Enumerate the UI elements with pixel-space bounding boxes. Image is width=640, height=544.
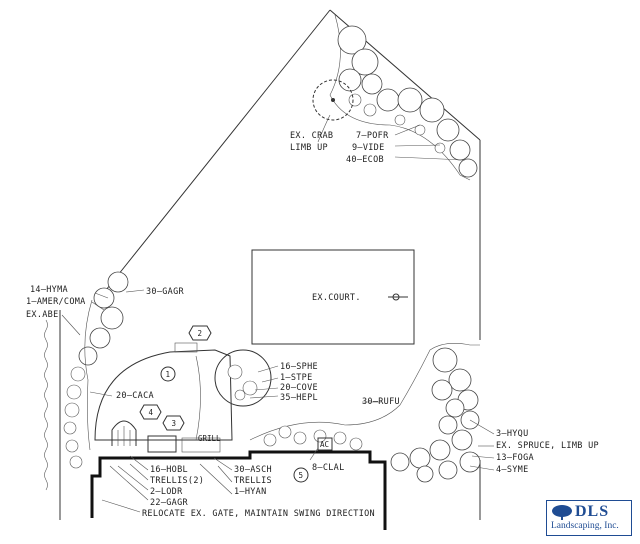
tree-icon — [552, 505, 572, 520]
area-number-2: 2 — [198, 329, 203, 338]
area-marker-4 — [139, 404, 162, 420]
house-outline — [90, 450, 387, 530]
label-amer: 1–AMER/COMA — [26, 297, 86, 307]
label-gagr22: 22–GAGR — [150, 498, 189, 508]
label-hepl: 35–HEPL — [280, 393, 318, 403]
label-crab: EX. CRAB — [290, 131, 333, 141]
label-vide: 9–VIDE — [352, 143, 385, 153]
label-caca: 20–CACA — [116, 391, 154, 401]
label-hobl: 16–HOBL — [150, 465, 188, 475]
logo-name: DLS — [575, 503, 610, 520]
top-right-bed — [329, 14, 478, 181]
area-number-5: 5 — [299, 471, 304, 480]
label-hyan: 1–HYAN — [234, 487, 267, 497]
label-cove: 20–COVE — [280, 383, 318, 393]
label-pofr: 7–POFR — [356, 131, 389, 141]
label-exabe: EX.ABE — [26, 310, 59, 320]
area-marker-5 — [293, 467, 309, 483]
leader-lines — [61, 114, 495, 513]
label-crab-limb: LIMB UP — [290, 143, 328, 153]
label-clal: 8–CLAL — [312, 463, 345, 473]
label-lodr: 2–LODR — [150, 487, 183, 497]
grill-area — [111, 420, 221, 453]
area-marker-2 — [188, 325, 212, 341]
label-asch: 30–ASCH — [234, 465, 272, 475]
label-syme: 4–SYME — [496, 465, 529, 475]
logo-tagline: Landscaping, Inc. — [551, 521, 619, 531]
label-trellis: TRELLIS — [234, 476, 272, 486]
round-bed — [214, 349, 272, 407]
court-net-post — [388, 293, 408, 301]
area-number-4: 4 — [149, 408, 154, 417]
label-rufu: 30–RUFU — [362, 397, 400, 407]
area-number-3: 3 — [172, 419, 177, 428]
label-court: EX.COURT. — [312, 293, 361, 303]
label-trellis2: TRELLIS(2) — [150, 476, 204, 486]
label-stpe: 1–STPE — [280, 373, 313, 383]
court-outline — [251, 249, 415, 345]
label-sphe: 16–SPHE — [280, 362, 318, 372]
label-spruce: EX. SPRUCE, LIMB UP — [496, 441, 599, 451]
left-bed — [63, 271, 129, 469]
label-foga: 13–FOGA — [496, 453, 534, 463]
area-marker-3 — [162, 415, 185, 431]
company-logo: DLS Landscaping, Inc. — [546, 500, 632, 536]
label-gate-note: RELOCATE EX. GATE, MAINTAIN SWING DIRECT… — [142, 509, 375, 519]
label-grill: GRILL — [198, 434, 221, 443]
label-hyqu: 3–HYQU — [496, 429, 529, 439]
fence-line — [44, 319, 48, 491]
label-gagr: 30–GAGR — [146, 287, 185, 297]
label-ac: AC — [320, 440, 329, 449]
ac-bed — [263, 425, 363, 451]
area-number-1: 1 — [166, 370, 171, 379]
label-ecob: 40–ECOB — [346, 155, 384, 165]
crab-apple-tree — [312, 79, 354, 121]
patio — [94, 342, 233, 441]
area-marker-1 — [160, 366, 176, 382]
label-hyma: 14–HYMA — [30, 285, 68, 295]
